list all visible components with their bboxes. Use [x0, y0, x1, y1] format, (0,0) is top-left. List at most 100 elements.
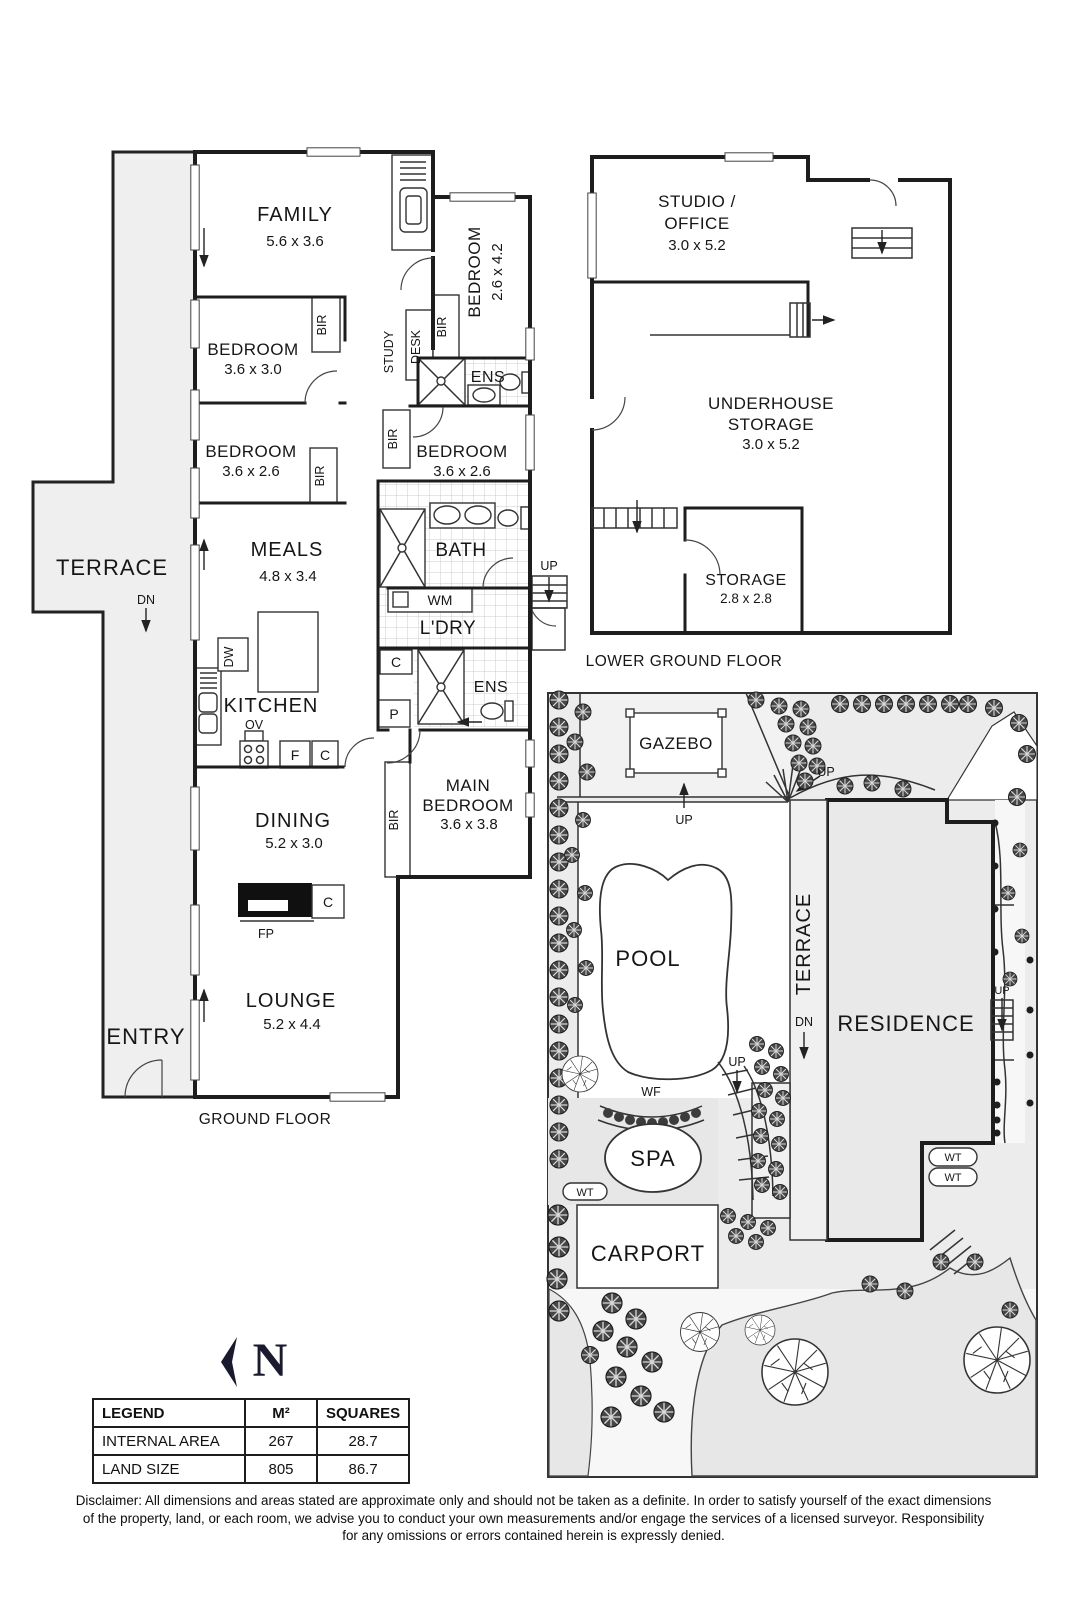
wt-left	[562, 1182, 608, 1201]
lgf-stairs-storage	[591, 500, 678, 534]
room-dims-bedroom-ne: 2.6 x 4.2	[489, 243, 506, 301]
wt-right-2	[928, 1167, 978, 1187]
room-label-laundry: L'DRY	[420, 618, 476, 639]
room-dims-lounge: 5.2 x 4.4	[263, 1016, 321, 1033]
room-label-bedroom-ne: BEDROOM	[465, 226, 484, 317]
label-dn-terrace: DN	[137, 593, 155, 607]
room-label-bedroom-w1: BEDROOM	[207, 340, 298, 359]
ground-floor-stairs	[529, 575, 568, 651]
disclaimer-line-1: Disclaimer: All dimensions and areas sta…	[75, 1493, 992, 1508]
garden-strip-left-bottom	[548, 1288, 593, 1477]
kitchenette-bench-top	[391, 154, 433, 251]
fan-steps	[765, 762, 804, 803]
label-dw: DW	[222, 646, 236, 667]
label-bir-5: BIR	[387, 810, 401, 831]
legend-table: LEGEND M² SQUARES INTERNAL AREA 267 28.7…	[92, 1398, 411, 1484]
legend-land-size-squares: 86.7	[315, 1454, 411, 1484]
carport-slab	[576, 1204, 719, 1289]
room-dims-meals: 4.8 x 3.4	[259, 568, 317, 585]
room-dims-bedroom-w2: 3.6 x 2.6	[222, 463, 280, 480]
room-label-studio-1: STUDIO /	[658, 192, 736, 211]
lower-ground-floor-title: LOWER GROUND FLOOR	[586, 653, 783, 670]
label-bir-3: BIR	[313, 466, 327, 487]
room-dims-bedroom-w1: 3.6 x 3.0	[224, 361, 282, 378]
room-label-lounge: LOUNGE	[246, 990, 336, 1012]
disclaimer-line-3: for any omissions or errors contained he…	[342, 1528, 725, 1543]
bath-fixtures	[379, 502, 530, 588]
legend-row-internal-area: INTERNAL AREA 267 28.7	[92, 1426, 411, 1456]
label-ens1: ENS	[471, 369, 505, 386]
site-label-wf: WF	[641, 1085, 661, 1099]
ground-floor-plan: FAMILY 5.6 x 3.6 BEDROOM 2.6 x 4.2 BEDRO…	[31, 0, 592, 1128]
label-cupboard-fp: C	[323, 894, 333, 910]
lgf-window-top	[724, 152, 774, 162]
legend-internal-area-m2: 267	[244, 1426, 318, 1456]
room-label-underhouse-2: STORAGE	[728, 415, 814, 434]
legend-land-size-m2: 805	[244, 1454, 318, 1484]
legend-header-squares: SQUARES	[315, 1398, 411, 1428]
room-label-bedroom-c: BEDROOM	[416, 442, 507, 461]
site-label-up-pool: UP	[728, 1055, 745, 1069]
door-arcs	[124, 257, 514, 1098]
site-label-dn: DN	[795, 1015, 813, 1029]
right-bed-line	[993, 821, 1014, 1144]
laundry-fixtures	[387, 587, 473, 613]
site-label-up-top: UP	[817, 765, 834, 779]
label-cupboard-mid: C	[391, 654, 401, 670]
site-label-carport: CARPORT	[591, 1241, 705, 1266]
disclaimer-line-2: of the property, land, or each room, we …	[82, 1510, 985, 1526]
room-label-dining: DINING	[255, 810, 331, 832]
windows	[190, 147, 535, 1102]
room-label-bath: BATH	[435, 540, 486, 561]
site-plan: GAZEBO POOL SPA TERRACE RESIDENCE CARPOR…	[546, 690, 1038, 1478]
room-label-underhouse-1: UNDERHOUSE	[708, 394, 834, 413]
lgf-stairs-mid	[789, 302, 836, 338]
north-letter: N	[253, 1334, 288, 1387]
lgf-stairs-top	[851, 179, 913, 259]
label-wm: WM	[428, 592, 453, 608]
room-label-storage: STORAGE	[705, 572, 786, 589]
label-ov: OV	[245, 718, 264, 732]
room-label-entry: ENTRY	[106, 1024, 185, 1049]
terrace-area	[31, 150, 197, 1099]
site-label-pool: POOL	[615, 946, 680, 971]
label-desk: DESK	[409, 329, 423, 364]
site-label-up-gazebo: UP	[675, 813, 692, 827]
room-dims-main-bedroom: 3.6 x 3.8	[440, 816, 498, 833]
fireplace	[238, 883, 345, 922]
residence-outline	[825, 798, 995, 1242]
legend-land-size-label: LAND SIZE	[92, 1454, 246, 1484]
room-label-family: FAMILY	[257, 204, 333, 226]
kitchen-fixtures	[195, 611, 339, 769]
room-label-bedroom-w2: BEDROOM	[205, 442, 296, 461]
label-up-gf: UP	[540, 559, 557, 573]
room-dims-storage: 2.8 x 2.8	[720, 591, 772, 606]
lgf-door-arcs	[591, 396, 721, 576]
room-label-kitchen: KITCHEN	[224, 695, 319, 717]
label-pantry: P	[389, 706, 398, 722]
room-label-studio-2: OFFICE	[664, 214, 729, 233]
site-label-terrace: TERRACE	[793, 893, 815, 996]
room-label-meals: MEALS	[251, 539, 324, 561]
site-label-wt-right-1: WT	[944, 1152, 961, 1164]
ground-floor-title: GROUND FLOOR	[199, 1111, 332, 1128]
site-label-wt-right-2: WT	[944, 1172, 961, 1184]
ens1-fixtures	[417, 357, 531, 406]
north-needle-icon	[221, 1337, 237, 1387]
room-label-main-bedroom-1: MAIN	[446, 776, 491, 795]
legend-header-m2: M²	[244, 1398, 318, 1428]
lgf-footprint	[592, 157, 950, 633]
legend-internal-area-label: INTERNAL AREA	[92, 1426, 246, 1456]
legend-internal-area-squares: 28.7	[315, 1426, 411, 1456]
ens2-fixtures	[417, 649, 514, 727]
room-dims-underhouse: 3.0 x 5.2	[742, 436, 800, 453]
residence-right-stairs	[990, 998, 1014, 1041]
label-ens2: ENS	[474, 679, 508, 696]
gazebo	[625, 708, 727, 778]
wt-right-1	[928, 1147, 978, 1167]
north-arrow: N	[221, 1334, 288, 1387]
direction-arrows	[141, 228, 209, 1022]
legend-row-land-size: LAND SIZE 805 86.7	[92, 1454, 411, 1484]
label-study: STUDY	[382, 330, 396, 373]
